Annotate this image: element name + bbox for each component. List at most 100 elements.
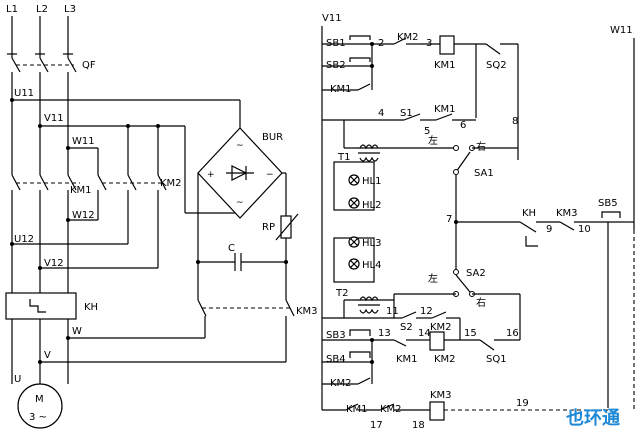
label-ac2: ~ xyxy=(236,198,244,208)
label-km1-c3: KM1 xyxy=(396,354,418,365)
label-hl1: HL1 xyxy=(362,176,381,187)
label-w11: W11 xyxy=(72,136,95,147)
label-n7: 7 xyxy=(446,214,452,225)
kh-contact xyxy=(519,221,538,247)
label-w: W xyxy=(72,326,82,337)
label-sb5: SB5 xyxy=(598,198,618,209)
label-n17: 17 xyxy=(370,420,383,431)
label-v: V xyxy=(44,350,51,361)
power-section: L1 L2 L3 QF U11 V11 W11 xyxy=(5,4,286,429)
label-w11-control: W11 xyxy=(610,25,633,36)
label-v12: V12 xyxy=(44,258,64,269)
label-n8: 8 xyxy=(512,116,518,127)
label-n5: 5 xyxy=(424,126,430,137)
label-u11: U11 xyxy=(14,88,34,99)
label-u: U xyxy=(14,374,21,385)
hl4-lamp xyxy=(348,258,360,270)
label-sa2: SA2 xyxy=(466,268,486,279)
label-sq2: SQ2 xyxy=(486,60,507,71)
label-sb3: SB3 xyxy=(326,330,346,341)
label-n19: 19 xyxy=(516,398,529,409)
label-km3-c: KM3 xyxy=(556,208,578,219)
label-c: C xyxy=(228,243,235,254)
label-u12: U12 xyxy=(14,234,34,245)
label-sb4: SB4 xyxy=(326,354,346,365)
label-v11-control: V11 xyxy=(322,13,342,24)
label-minus: − xyxy=(266,170,274,180)
label-qf: QF xyxy=(82,60,96,71)
label-km3-coil: KM3 xyxy=(430,390,452,401)
label-hl3: HL3 xyxy=(362,238,381,249)
label-hl4: HL4 xyxy=(362,260,381,271)
label-km2-c: KM2 xyxy=(397,32,419,43)
label-n14: 14 xyxy=(418,328,431,339)
label-s1: S1 xyxy=(400,108,413,119)
label-n13: 13 xyxy=(378,328,391,339)
label-plus: + xyxy=(207,170,215,180)
label-right1: 右 xyxy=(476,140,486,153)
hl1-lamp xyxy=(348,174,360,186)
km1-coil xyxy=(439,35,455,55)
label-right2: 右 xyxy=(476,296,486,309)
kh-thermal-relay xyxy=(5,292,77,320)
label-s2: S2 xyxy=(400,322,413,333)
label-ac1: ~ xyxy=(236,141,244,151)
label-n12: 12 xyxy=(420,306,433,317)
label-km1-coil: KM1 xyxy=(434,60,456,71)
label-km1: KM1 xyxy=(70,185,92,196)
label-n18: 18 xyxy=(412,420,425,431)
t1-transformer xyxy=(358,144,380,162)
label-left2: 左 xyxy=(428,272,438,285)
rp-rheostat xyxy=(275,213,299,241)
qf-breaker xyxy=(7,53,77,73)
label-hl2: HL2 xyxy=(362,200,381,211)
label-n4: 4 xyxy=(378,108,384,119)
label-n6: 6 xyxy=(460,120,466,131)
label-km2: KM2 xyxy=(160,178,182,189)
km2-coil xyxy=(429,331,445,351)
label-n10: 10 xyxy=(578,224,591,235)
motor-label-m: M xyxy=(35,394,44,405)
km3-coil xyxy=(429,401,445,421)
label-n11: 11 xyxy=(386,306,399,317)
hl2-lamp xyxy=(348,197,360,209)
motor-label-ac: 3 ~ xyxy=(29,412,47,423)
label-v11: V11 xyxy=(44,113,64,124)
km1-km2-main-contacts xyxy=(11,174,167,191)
sb3-button xyxy=(348,329,372,341)
label-km2-b: KM2 xyxy=(380,404,402,415)
motor: M 3 ~ xyxy=(17,383,63,429)
label-km2-c2: KM2 xyxy=(430,322,452,333)
label-km2-coil: KM2 xyxy=(434,354,456,365)
label-n16: 16 xyxy=(506,328,519,339)
label-l1: L1 xyxy=(6,4,18,15)
label-sq1: SQ1 xyxy=(486,354,507,365)
label-km3: KM3 xyxy=(296,306,318,317)
t2-transformer xyxy=(358,296,380,314)
label-kh: KH xyxy=(84,302,98,313)
label-left1: 左 xyxy=(428,134,438,147)
label-kh-control: KH xyxy=(522,208,536,219)
label-t2: T2 xyxy=(335,288,348,299)
control-section: V11 W11 SB1 2 SB2 KM1 KM2 3 KM1 xyxy=(321,13,635,431)
bridge-rectifier xyxy=(197,127,283,219)
label-km1-c2: KM1 xyxy=(434,104,456,115)
label-bur: BUR xyxy=(262,132,283,143)
label-rp: RP xyxy=(262,222,275,233)
label-w12: W12 xyxy=(72,210,95,221)
km3-brake-contacts xyxy=(197,299,295,317)
label-l3: L3 xyxy=(64,4,76,15)
label-l2: L2 xyxy=(36,4,48,15)
rectifier-section: BUR + − ~ ~ RP C KM3 xyxy=(196,127,318,362)
label-km1-b: KM1 xyxy=(346,404,368,415)
label-n9: 9 xyxy=(546,224,552,235)
sb5-button xyxy=(600,211,622,223)
hl3-lamp xyxy=(348,236,360,248)
sb1-button xyxy=(348,35,372,45)
watermark-logo: 也环通 xyxy=(566,407,620,429)
label-n15: 15 xyxy=(464,328,477,339)
label-sa1: SA1 xyxy=(474,168,494,179)
label-t1: T1 xyxy=(337,152,350,163)
sb2-button xyxy=(348,57,372,67)
